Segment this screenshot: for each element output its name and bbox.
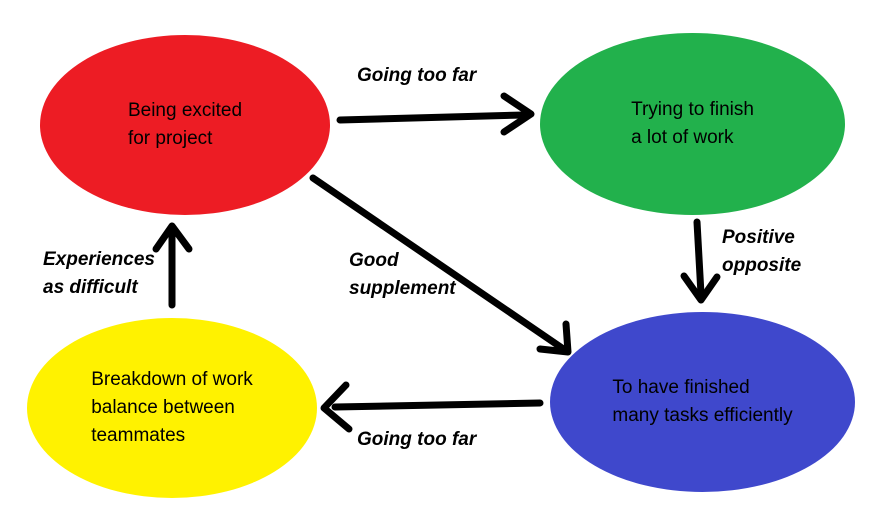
edge-label-going-too-far-top: Going too far [357, 65, 477, 86]
edge-breakdown-to-excited-arrow [152, 222, 193, 309]
node-breakdown-work-balance: Breakdown of work balance between teamma… [27, 318, 317, 498]
node-finished-tasks: To have finished many tasks efficiently [550, 312, 855, 492]
node-being-excited: Being excited for project [40, 35, 330, 215]
edge-label-experiences-as-difficult: Experiences as difficult [43, 249, 155, 298]
node-trying-to-finish-label: Trying to finish a lot of work [631, 99, 754, 148]
edge-label-good-supplement: Good supplement [349, 250, 456, 299]
edge-label-going-too-far-bottom: Going too far [357, 429, 477, 450]
node-being-excited-label: Being excited for project [127, 100, 243, 149]
edge-label-positive-opposite: Positive opposite [722, 227, 802, 276]
node-breakdown-work-balance-label: Breakdown of work balance between teamma… [91, 369, 253, 446]
edge-finish-to-finished-arrow [680, 218, 721, 304]
node-trying-to-finish: Trying to finish a lot of work [540, 33, 845, 215]
node-finished-tasks-label: To have finished many tasks efficiently [612, 377, 793, 426]
edge-finished-to-breakdown-arrow [320, 381, 544, 433]
edge-excited-to-finish-arrow [336, 92, 535, 136]
